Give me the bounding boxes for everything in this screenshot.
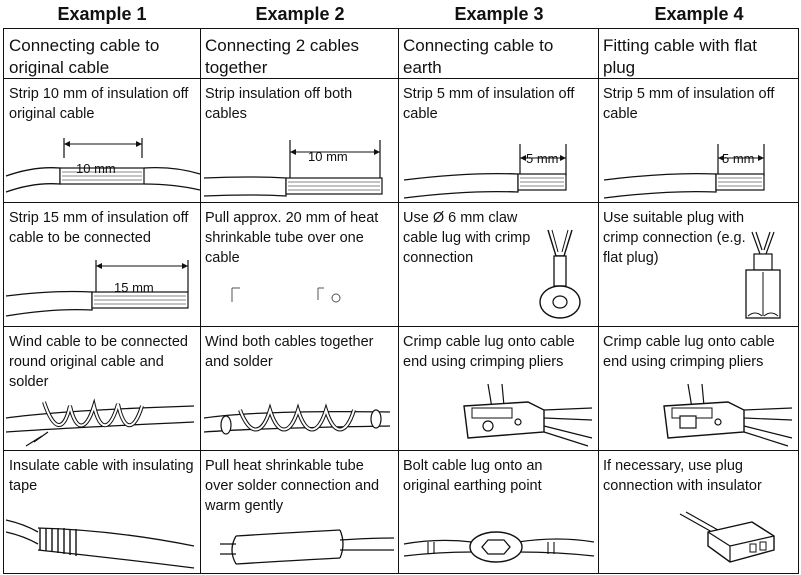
step-cell: Strip 5 mm of insulation off cable 5 mm bbox=[598, 78, 798, 202]
step-cell: Strip 10 mm of insulation off original c… bbox=[4, 78, 201, 202]
step-text: Wind cable to be connected round origina… bbox=[9, 334, 188, 390]
crimping-pliers-icon bbox=[463, 383, 593, 447]
step-text: Strip 10 mm of insulation off original c… bbox=[9, 86, 189, 122]
column-divider bbox=[200, 29, 201, 573]
row-divider bbox=[4, 326, 798, 327]
heat-shrink-tube-illustration bbox=[231, 287, 341, 303]
flat-plug-icon bbox=[745, 231, 781, 319]
step-text: If necessary, use plug connection with i… bbox=[603, 458, 762, 494]
column-header-example-2: Example 2 bbox=[255, 4, 345, 24]
measurement-label: 15 mm bbox=[114, 280, 154, 295]
title-example-3: Connecting cable to earth bbox=[403, 36, 554, 77]
earthing-point-illustration bbox=[403, 531, 595, 563]
step-text: Insulate cable with insulating tape bbox=[9, 458, 194, 494]
step-cell: Wind cable to be connected round origina… bbox=[4, 326, 200, 450]
step-text: Strip 5 mm of insulation off cable bbox=[403, 86, 575, 122]
column-divider bbox=[598, 29, 599, 573]
column-header-example-4: Example 4 bbox=[654, 4, 744, 24]
wound-cables-illustration bbox=[203, 403, 391, 435]
row-divider bbox=[4, 450, 798, 451]
step-cell: Use suitable plug with crimp connection … bbox=[598, 202, 798, 326]
measurement-label: 10 mm bbox=[308, 149, 348, 164]
crimping-pliers-icon bbox=[663, 383, 793, 447]
step-text: Strip 5 mm of insulation off cable bbox=[603, 86, 775, 122]
taped-cable-illustration bbox=[5, 519, 195, 569]
column-header-example-1: Example 1 bbox=[57, 4, 147, 24]
title-example-2: Connecting 2 cables together bbox=[205, 36, 360, 77]
row-divider bbox=[4, 202, 798, 203]
step-cell: Crimp cable lug onto cable end using cri… bbox=[598, 326, 798, 450]
measurement-label: 5 mm bbox=[722, 151, 755, 166]
step-text: Use Ø 6 mm claw cable lug with crimp con… bbox=[403, 210, 531, 266]
step-text: Bolt cable lug onto an original earthing… bbox=[403, 458, 543, 494]
step-text: Strip 15 mm of insulation off cable to b… bbox=[9, 210, 189, 246]
step-cell: Pull heat shrinkable tube over solder co… bbox=[200, 450, 398, 573]
title-example-4: Fitting cable with flat plug bbox=[603, 36, 758, 77]
measurement-label: 5 mm bbox=[526, 151, 559, 166]
step-text: Crimp cable lug onto cable end using cri… bbox=[603, 334, 775, 370]
step-cell: Wind both cables together and solder bbox=[200, 326, 398, 450]
step-text: Strip insulation off both cables bbox=[205, 86, 353, 122]
stripped-cable-illustration bbox=[5, 138, 201, 193]
step-text: Pull approx. 20 mm of heat shrinkable tu… bbox=[205, 210, 379, 266]
step-text: Use suitable plug with crimp connection … bbox=[603, 210, 746, 266]
measurement-label: 10 mm bbox=[76, 161, 116, 176]
step-cell: Strip insulation off both cables 10 mm bbox=[200, 78, 398, 202]
column-divider bbox=[398, 29, 399, 573]
column-header-example-3: Example 3 bbox=[454, 4, 544, 24]
step-cell: Crimp cable lug onto cable end using cri… bbox=[398, 326, 598, 450]
step-cell: Pull approx. 20 mm of heat shrinkable tu… bbox=[200, 202, 398, 326]
step-text: Wind both cables together and solder bbox=[205, 334, 374, 370]
instruction-table: Connecting cable to original cable Conne… bbox=[3, 28, 799, 574]
step-cell: Strip 5 mm of insulation off cable 5 mm bbox=[398, 78, 598, 202]
step-text: Crimp cable lug onto cable end using cri… bbox=[403, 334, 575, 370]
column-header-row: Example 1 Example 2 Example 3 Example 4 bbox=[0, 0, 801, 30]
claw-cable-lug-icon bbox=[539, 229, 581, 319]
step-cell: Use Ø 6 mm claw cable lug with crimp con… bbox=[398, 202, 598, 326]
row-divider bbox=[4, 78, 798, 79]
stripped-cable-illustration bbox=[5, 260, 189, 317]
stripped-cable-illustration bbox=[403, 144, 567, 199]
step-text: Pull heat shrinkable tube over solder co… bbox=[205, 458, 380, 514]
stripped-cables-illustration bbox=[203, 140, 383, 197]
shrunk-tube-illustration bbox=[220, 529, 395, 565]
step-cell: Strip 15 mm of insulation off cable to b… bbox=[4, 202, 200, 326]
insulated-plug-connector-icon bbox=[679, 511, 775, 563]
step-cell: If necessary, use plug connection with i… bbox=[598, 450, 798, 573]
step-cell: Bolt cable lug onto an original earthing… bbox=[398, 450, 598, 573]
title-example-1: Connecting cable to original cable bbox=[9, 36, 160, 77]
step-cell: Insulate cable with insulating tape bbox=[4, 450, 200, 573]
wound-cable-illustration bbox=[5, 398, 195, 447]
stripped-cable-illustration bbox=[603, 144, 765, 199]
